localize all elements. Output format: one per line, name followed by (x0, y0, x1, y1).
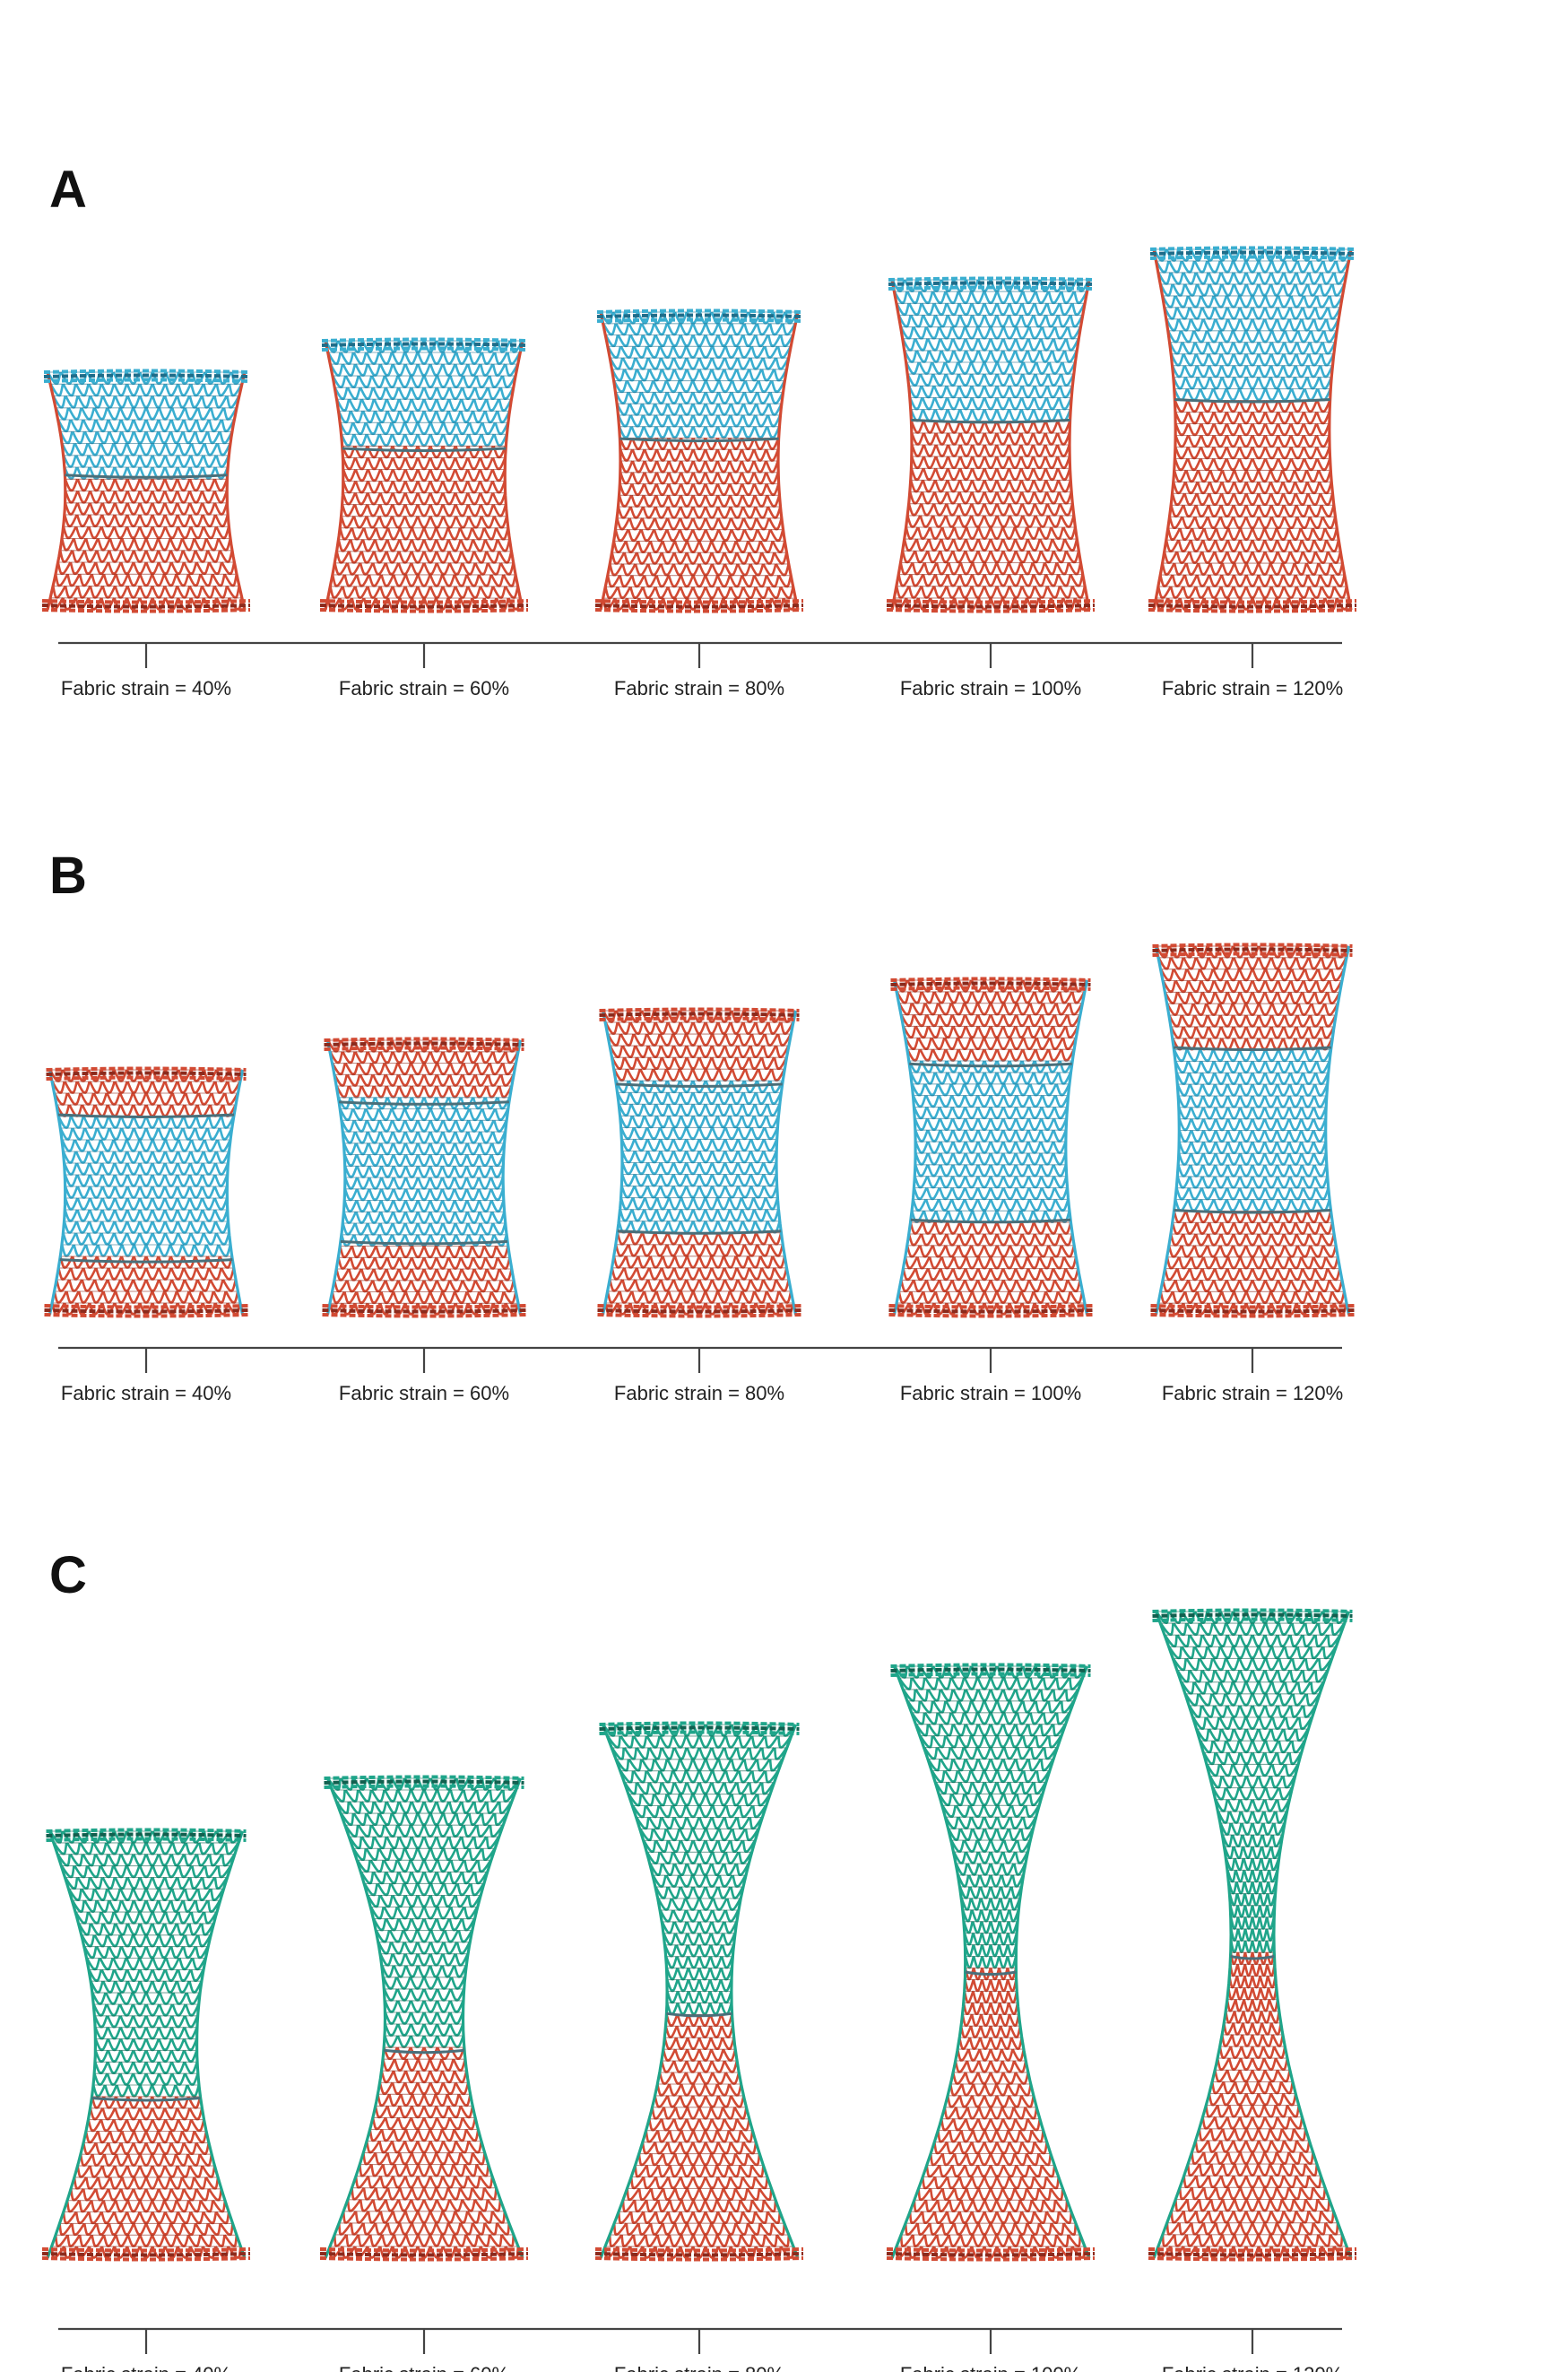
strain-tick-label: Fabric strain = 60% (339, 677, 509, 699)
strain-tick-label: Fabric strain = 80% (614, 2363, 784, 2372)
panel-b-graphics: Fabric strain = 40% Fabric strain = 60% Fa… (44, 943, 1355, 1404)
fabric-sample (1148, 246, 1357, 613)
panel-letter-a: A (49, 161, 87, 219)
fabric-sample (888, 977, 1093, 1318)
strain-tick-label: Fabric strain = 40% (61, 1382, 231, 1404)
strain-tick-label: Fabric strain = 60% (339, 2363, 509, 2372)
fabric-sample (44, 1066, 248, 1318)
fabric-sample (41, 1828, 251, 2262)
strain-tick-label: Fabric strain = 80% (614, 1382, 784, 1404)
strain-tick-label: Fabric strain = 100% (900, 1382, 1081, 1404)
panel-letter-c: C (49, 1546, 87, 1604)
fabric-sample (319, 337, 529, 613)
fabric-sample (886, 276, 1096, 613)
strain-tick-label: Fabric strain = 40% (61, 2363, 231, 2372)
fabric-sample (1150, 943, 1355, 1318)
panel-letter-b: B (49, 847, 87, 905)
fabric-sample (319, 1775, 529, 2262)
strain-tick-label: Fabric strain = 100% (900, 2363, 1081, 2372)
panel-a-graphics: Fabric strain = 40% Fabric strain = 60% Fa… (41, 246, 1357, 699)
fabric-sample (886, 1663, 1096, 2262)
strain-tick-label: Fabric strain = 120% (1162, 677, 1343, 699)
fabric-sample (1148, 1608, 1357, 2262)
strain-tick-label: Fabric strain = 40% (61, 677, 231, 699)
strain-tick-label: Fabric strain = 80% (614, 677, 784, 699)
fabric-sample (597, 1007, 801, 1318)
fabric-sample (594, 1721, 804, 2262)
strain-tick-label: Fabric strain = 120% (1162, 1382, 1343, 1404)
panel-c-graphics: Fabric strain = 40% Fabric strain = 60% Fa… (41, 1608, 1357, 2372)
fabric-sample (322, 1037, 526, 1318)
strain-tick-label: Fabric strain = 120% (1162, 2363, 1343, 2372)
strain-tick-label: Fabric strain = 60% (339, 1382, 509, 1404)
fabric-sample (594, 308, 804, 613)
fabric-sample (41, 369, 251, 613)
strain-tick-label: Fabric strain = 100% (900, 677, 1081, 699)
